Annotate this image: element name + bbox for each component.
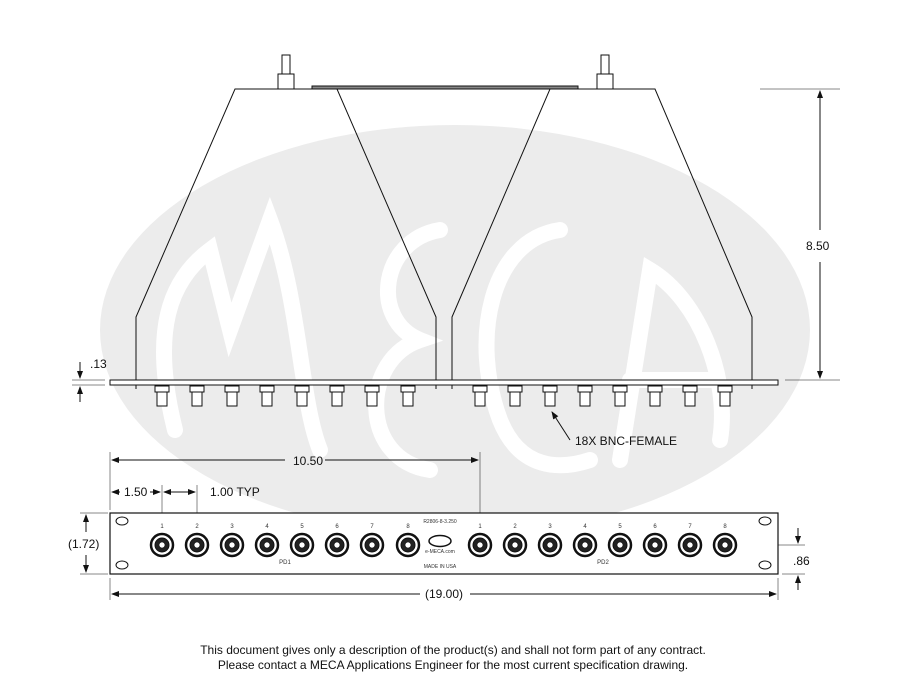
port-number: 3: [230, 524, 234, 530]
mount-hole: [758, 560, 772, 570]
made-in-usa: MADE IN USA: [424, 564, 457, 570]
port-number: 7: [370, 524, 374, 530]
bnc-connector-side: [507, 385, 523, 407]
input-connector-1: [277, 54, 295, 90]
mount-hole: [115, 516, 129, 526]
bnc-port: [254, 532, 280, 558]
bnc-connector-side: [717, 385, 733, 407]
bnc-port: [537, 532, 563, 558]
port-number: 6: [335, 524, 339, 530]
bnc-connector-side: [472, 385, 488, 407]
top-bracket: [311, 85, 579, 90]
port-number: 6: [653, 524, 657, 530]
port-number: 5: [300, 524, 304, 530]
bnc-port: [712, 532, 738, 558]
dim-pitch: 1.00 TYP: [210, 485, 260, 499]
bnc-port: [395, 532, 421, 558]
part-number: R2806-8-3.250: [423, 519, 457, 525]
bnc-port: [572, 532, 598, 558]
input-connector-2: [596, 54, 614, 90]
bnc-port: [642, 532, 668, 558]
bottom-connectors: [154, 385, 733, 407]
bnc-port: [219, 532, 245, 558]
bnc-port: [289, 532, 315, 558]
bnc-connector-side: [577, 385, 593, 407]
bnc-connector-side: [329, 385, 345, 407]
bnc-port: [359, 532, 385, 558]
port-number: 2: [513, 524, 517, 530]
bnc-port: [467, 532, 493, 558]
dim-port-center: .86: [793, 554, 810, 568]
front-dimensions: [80, 452, 805, 600]
mount-hole: [115, 560, 129, 570]
dim-flange: .13: [90, 357, 107, 371]
top-view: [72, 54, 840, 441]
disclaimer-line-1: This document gives only a description o…: [200, 643, 706, 657]
port-number: 2: [195, 524, 199, 530]
bnc-port: [324, 532, 350, 558]
port-number: 3: [548, 524, 552, 530]
dim-panel-height: (1.72): [68, 537, 99, 551]
mount-hole: [758, 516, 772, 526]
port-number: 7: [688, 524, 692, 530]
housing-pd2: [451, 88, 753, 389]
bnc-connector-side: [224, 385, 240, 407]
port-number: 5: [618, 524, 622, 530]
group-label-pd2: PD2: [597, 560, 609, 566]
bnc-connector-side: [189, 385, 205, 407]
bnc-port: [677, 532, 703, 558]
disclaimer-line-2: Please contact a MECA Applications Engin…: [217, 658, 689, 672]
meca-logo: [428, 534, 452, 548]
port-number: 8: [723, 524, 727, 530]
port-number: 1: [160, 524, 164, 530]
meca-watermark-logo: [100, 125, 810, 535]
bnc-connector-side: [154, 385, 170, 407]
port-number: 4: [265, 524, 269, 530]
front-panel: 1 2 3 4 5 6 7 8 1 2 3 4 5 6 7 8 R2806-8-3.250 e-MECA.co…: [109, 512, 779, 575]
dim-first-port: 1.50: [124, 485, 148, 499]
bnc-connector-side: [400, 385, 416, 407]
bnc-port: [502, 532, 528, 558]
housing-pd1: [135, 88, 437, 389]
bnc-connector-side: [294, 385, 310, 407]
bnc-connector-side: [364, 385, 380, 407]
bnc-connector-side: [542, 385, 558, 407]
dim-panel-width: (19.00): [425, 587, 463, 601]
callout-bnc-female: 18X BNC-FEMALE: [575, 434, 677, 448]
port-number: 4: [583, 524, 587, 530]
website: e-MECA.com: [425, 549, 455, 555]
bnc-port: [184, 532, 210, 558]
port-number: 8: [406, 524, 410, 530]
mounting-plate: [109, 379, 779, 386]
bnc-connector-side: [612, 385, 628, 407]
dim-height: 8.50: [806, 239, 830, 253]
bnc-port: [149, 532, 175, 558]
group-label-pd1: PD1: [279, 560, 291, 566]
bnc-port: [607, 532, 633, 558]
bnc-connector-side: [647, 385, 663, 407]
port-number: 1: [478, 524, 482, 530]
bnc-connector-side: [682, 385, 698, 407]
bnc-connector-side: [259, 385, 275, 407]
dim-port-spacing: 10.50: [293, 454, 323, 468]
